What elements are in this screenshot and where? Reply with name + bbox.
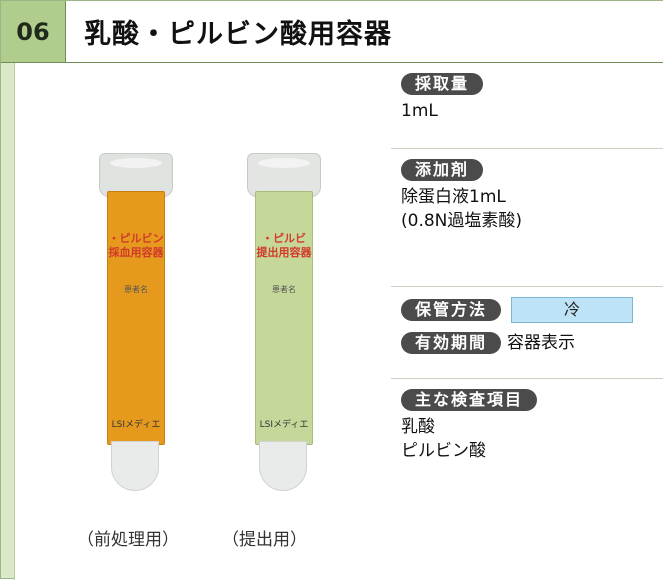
collection-section: 採取量 1mL [391, 63, 663, 149]
header: 06 乳酸・ピルビン酸用容器 [1, 1, 663, 63]
additive-section: 添加剤 除蛋白液1mL (0.8N過塩素酸) [391, 149, 663, 287]
tube-right-caption: （提出用） [222, 530, 307, 550]
collection-badge: 採取量 [401, 73, 484, 95]
tube-field: 患者名 [272, 285, 296, 294]
item-number: 06 [1, 1, 66, 62]
orange-tube: ・ピルビン 採血用容器 患者名 LSIメディエ [99, 153, 173, 493]
tube-photo: ・ピルビン 採血用容器 患者名 LSIメディエ ・ピルビ 提出用容器 患者名 L… [14, 63, 393, 580]
tube-brand: LSIメディエ [259, 420, 309, 430]
tube-label-text: ・ピルビン 採血用容器 [108, 232, 164, 259]
tube-left-caption: （前処理用） [77, 530, 179, 550]
additive-badge: 添加剤 [401, 159, 484, 181]
storage-section: 保管方法 冷 有効期間 容器表示 [391, 287, 663, 379]
storage-badge: 保管方法 [401, 299, 502, 321]
green-tube: ・ピルビ 提出用容器 患者名 LSIメディエ [247, 153, 321, 493]
tests-section: 主な検査項目 乳酸 ピルビン酸 [391, 379, 663, 580]
collection-value: 1mL [401, 101, 438, 121]
expiry-value: 容器表示 [507, 333, 576, 353]
tube-brand: LSIメディエ [111, 420, 161, 430]
tube-label-text: ・ピルビ 提出用容器 [256, 232, 312, 259]
storage-value: 冷 [511, 297, 634, 323]
tube-cap [99, 153, 173, 197]
tube-label-green: ・ピルビ 提出用容器 患者名 LSIメディエ [255, 191, 313, 445]
additive-value-line2: (0.8N過塩素酸) [401, 211, 523, 231]
test-item: 乳酸 [401, 417, 435, 437]
expiry-badge: 有効期間 [401, 332, 502, 354]
tube-bottom [111, 441, 159, 491]
tests-badge: 主な検査項目 [401, 389, 538, 411]
tube-field: 患者名 [124, 285, 148, 294]
additive-value-line1: 除蛋白液1mL [401, 187, 506, 207]
tube-label-orange: ・ピルビン 採血用容器 患者名 LSIメディエ [107, 191, 165, 445]
spec-panel: 採取量 1mL 添加剤 除蛋白液1mL (0.8N過塩素酸) 保管方法 冷 有効… [391, 63, 663, 580]
tube-bottom [259, 441, 307, 491]
page-title: 乳酸・ピルビン酸用容器 [84, 19, 392, 50]
test-item: ピルビン酸 [401, 441, 486, 461]
